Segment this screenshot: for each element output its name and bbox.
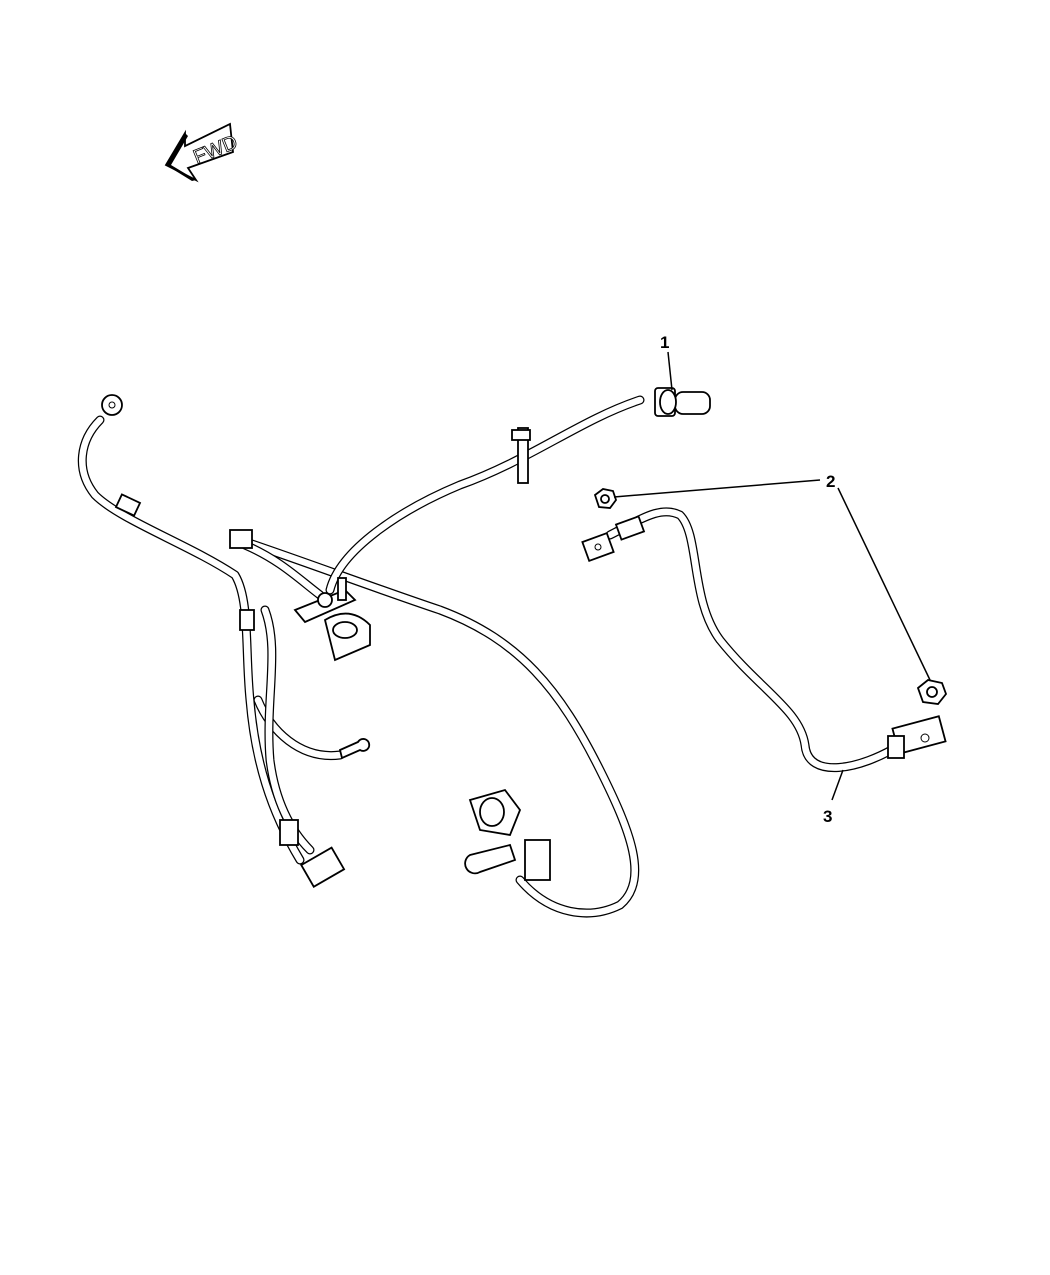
callout-2: 2: [826, 472, 835, 491]
fwd-arrow-icon: FWD: [164, 122, 241, 183]
ground-cable-part-3: [581, 507, 947, 772]
sensor-connector-part-1: [654, 387, 711, 417]
callout-1: 1: [660, 333, 669, 352]
cable-terminals: [101, 394, 551, 888]
callout-3: 3: [823, 807, 832, 826]
battery-cable-harness: [77, 395, 645, 918]
nut-part-2: [593, 488, 948, 705]
callouts: 1 2 3: [613, 333, 931, 826]
